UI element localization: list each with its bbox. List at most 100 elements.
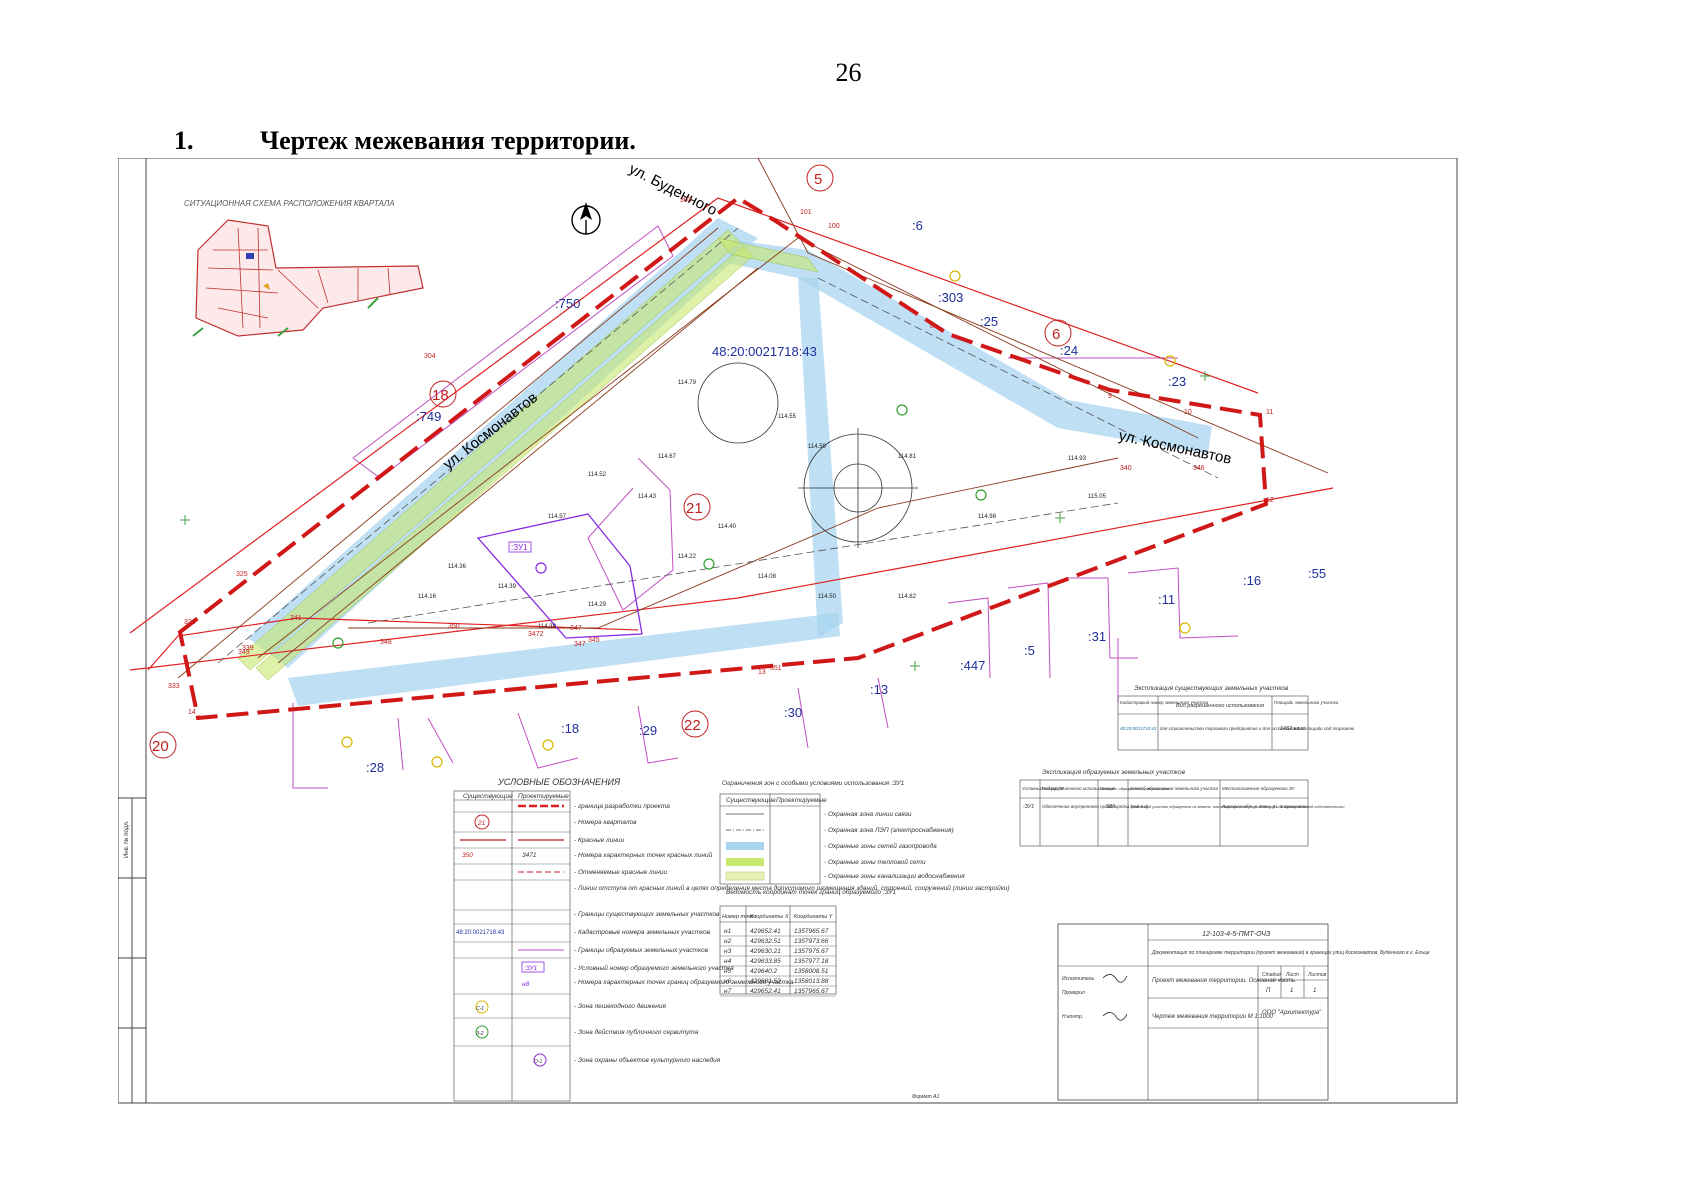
svg-text:8: 8 [930, 323, 934, 330]
svg-text:Площадь образуемого участка, к: Площадь образуемого участка, кв.м [1100, 786, 1170, 791]
svg-text:21: 21 [477, 820, 486, 827]
svg-text:114.29: 114.29 [588, 602, 607, 608]
existing-parcel-lines [292, 225, 1239, 789]
svg-text:14: 14 [188, 709, 196, 716]
zones-legend: Ограничения зон с особыми условиями испо… [719, 779, 965, 885]
svg-text:350: 350 [462, 852, 473, 859]
svg-text:П: П [1266, 988, 1271, 994]
coords-cell: 429633.85 [750, 958, 781, 965]
land-survey-drawing: Инв. № подл. СИТУАЦИОННАЯ СХЕМА РАСПОЛОЖ… [118, 158, 1458, 1104]
coords-cell: н2 [724, 938, 732, 945]
svg-text:- Зона охраны объектов культур: - Зона охраны объектов культурного насле… [574, 1056, 721, 1064]
svg-text:6: 6 [1052, 326, 1060, 343]
coords-cell: 1357977.18 [794, 958, 829, 965]
svg-text::11: :11 [1158, 592, 1175, 607]
svg-text:Ведомость координат точек гран: Ведомость координат точек границ образуе… [726, 888, 896, 896]
existing-parcels-table: Экспликация существующих земельных участ… [1117, 685, 1355, 751]
svg-text:347: 347 [574, 641, 586, 648]
svg-text:114.43: 114.43 [638, 494, 657, 500]
coords-cell: 1357973.66 [794, 938, 829, 945]
coords-cell: 429640.2 [750, 968, 777, 975]
svg-text:ООО "Архитектура": ООО "Архитектура" [1262, 1010, 1322, 1016]
svg-text:114.93: 114.93 [1068, 456, 1087, 462]
svg-text:349: 349 [238, 649, 250, 656]
svg-text:- Охранная зона ЛЭП (электросн: - Охранная зона ЛЭП (электроснабжения) [824, 826, 954, 834]
legend-title: УСЛОВНЫЕ ОБОЗНАЧЕНИЯ [497, 777, 621, 787]
svg-text:О-1: О-1 [534, 1059, 543, 1065]
svg-text:114.55: 114.55 [778, 414, 797, 420]
svg-text::13: :13 [870, 682, 888, 697]
svg-text:Обеспечение внутреннего правоп: Обеспечение внутреннего правопорядка (ко… [1042, 804, 1149, 809]
svg-text:114.57: 114.57 [548, 514, 567, 520]
red-lines [129, 197, 1334, 671]
project-boundary [177, 195, 1269, 721]
zone-green-corridors [237, 229, 819, 681]
coords-cell: 429652.41 [750, 928, 781, 935]
parcel-labels: :750 :749 :303 :25 :24 :23 :6 :16 :55 :1… [366, 218, 1326, 775]
svg-text:Экспликация образуемых земельн: Экспликация образуемых земельных участко… [1042, 768, 1186, 776]
svg-text::24: :24 [1060, 343, 1078, 358]
cadastral-number: 48:20:0021718:43 [712, 344, 817, 359]
svg-text:Лист: Лист [1285, 972, 1299, 978]
svg-text:304: 304 [424, 353, 436, 360]
svg-text:- Зона действия публичного сер: - Зона действия публичного сервитута [574, 1028, 699, 1036]
svg-text:1462 кв.м.: 1462 кв.м. [1280, 726, 1306, 732]
legend: УСЛОВНЫЕ ОБОЗНАЧЕНИЯ Существующие Проект… [453, 777, 1010, 1102]
svg-text:Условный номер ЗУ: Условный номер ЗУ [1022, 785, 1065, 791]
svg-text:3471: 3471 [522, 852, 537, 859]
svg-text:Липецкая обл., г. Елец, ул. Ко: Липецкая обл., г. Елец, ул. Космонавтов [1221, 804, 1309, 809]
svg-text:Кадастровый номер земельного у: Кадастровый номер земельного участка [1120, 699, 1209, 705]
svg-text::18: :18 [561, 721, 579, 736]
svg-text:114.82: 114.82 [898, 594, 917, 600]
svg-text:114.08: 114.08 [758, 574, 777, 580]
coords-cell: 429630.21 [750, 948, 781, 955]
svg-text::31: :31 [1088, 629, 1106, 644]
svg-text:9: 9 [1108, 393, 1112, 400]
svg-text:345: 345 [588, 637, 600, 644]
svg-text:Экспликация существующих земел: Экспликация существующих земельных участ… [1134, 685, 1289, 692]
svg-text:Инв. № подл.: Инв. № подл. [123, 820, 130, 858]
svg-text::55: :55 [1308, 566, 1326, 581]
svg-text:114.22: 114.22 [678, 554, 697, 560]
svg-text:12-103-4-5-ПМТ-ОЧЗ: 12-103-4-5-ПМТ-ОЧЗ [1202, 931, 1271, 938]
svg-text:586: 586 [1106, 804, 1116, 810]
page-number: 26 [835, 58, 862, 87]
coords-cell: н7 [724, 988, 732, 995]
svg-text:Номер точки: Номер точки [722, 914, 756, 920]
svg-text::28: :28 [366, 760, 384, 775]
svg-text:Площадь земельного участка: Площадь земельного участка [1274, 700, 1339, 705]
svg-text:114.79: 114.79 [678, 380, 697, 386]
svg-text:- Зона пешеходного движения: - Зона пешеходного движения [574, 1002, 666, 1010]
coords-cell: 1358008.51 [794, 968, 829, 975]
svg-text:101: 101 [800, 209, 812, 216]
svg-text:350: 350 [448, 623, 460, 630]
svg-text:346: 346 [1193, 465, 1205, 472]
svg-text:Проектируемые: Проектируемые [776, 797, 827, 804]
svg-text:- граница разработки проекта: - граница разработки проекта [574, 802, 670, 810]
svg-text:Вид разрешенного использования: Вид разрешенного использования [1042, 786, 1115, 791]
svg-text:н8: н8 [522, 981, 530, 988]
svg-text:341: 341 [290, 615, 302, 622]
svg-text:114.39: 114.39 [538, 624, 557, 630]
svg-text:Листов: Листов [1307, 972, 1327, 978]
svg-text:- Границы существующих земельн: - Границы существующих земельных участко… [574, 911, 720, 918]
svg-text::5: :5 [1024, 643, 1035, 658]
svg-text:Координаты X: Координаты X [750, 914, 789, 920]
svg-text:114.40: 114.40 [718, 524, 737, 530]
svg-text:- Охранные зоны тепловой сети: - Охранные зоны тепловой сети [824, 858, 926, 866]
svg-text:Существующие: Существующие [726, 797, 776, 804]
svg-text::30: :30 [784, 705, 802, 720]
svg-text:Местоположение образуемого ЗУ: Местоположение образуемого ЗУ [1222, 786, 1295, 791]
svg-text:- Номера характерных точек гра: - Номера характерных точек границ образу… [574, 978, 794, 986]
coords-cell: 429632.51 [750, 938, 781, 945]
quarter-markers: 5 6 18 20 21 22 [149, 164, 1072, 759]
svg-text:- Линии отступа от красных лин: - Линии отступа от красных линий в целях… [574, 884, 1010, 892]
coords-cell: 429681.53 [750, 978, 781, 985]
svg-text:С-1: С-1 [476, 1006, 484, 1012]
svg-text:10: 10 [1184, 409, 1192, 416]
svg-text:Вид разрешенного использования: Вид разрешенного использования [1176, 703, 1264, 709]
monument-markers [332, 270, 1191, 768]
svg-text:5: 5 [814, 171, 822, 188]
svg-text:114.16: 114.16 [418, 594, 437, 600]
svg-text:Существующие: Существующие [463, 793, 513, 800]
